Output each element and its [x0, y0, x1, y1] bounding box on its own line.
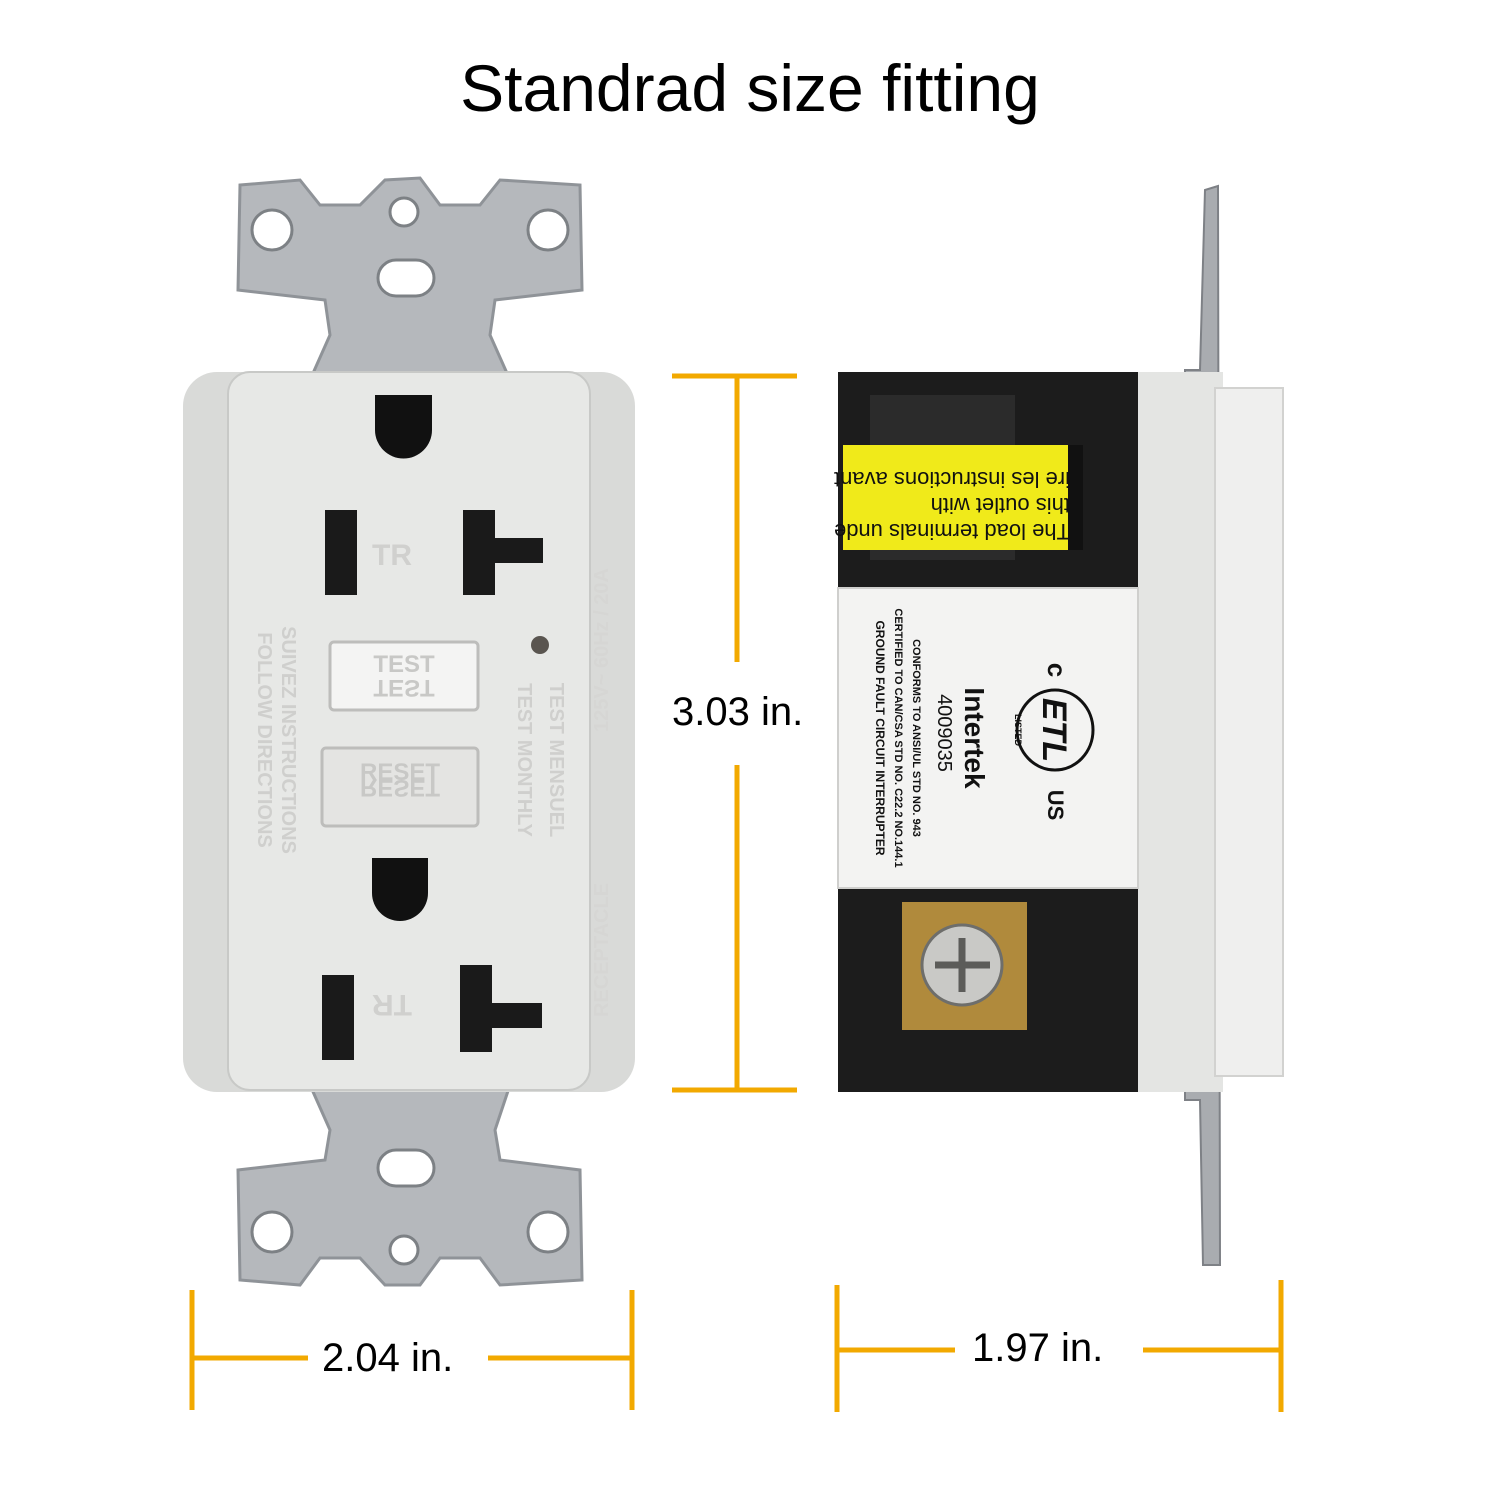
- code-text: 4009035: [933, 694, 955, 772]
- depth-dimension-label: 1.97 in.: [972, 1326, 1104, 1370]
- side-view-outlet: The load terminals unde this outlet with…: [834, 184, 1284, 1266]
- strap-screw-hole: [388, 1234, 420, 1266]
- ground-hole: [372, 858, 428, 921]
- strap-screw-hole: [526, 208, 570, 252]
- neutral-slot: [322, 975, 354, 1060]
- etl-circle: [1015, 688, 1095, 772]
- embossed-text: TEST MENSUEL: [545, 683, 567, 837]
- tr-mark: TR: [372, 988, 412, 1021]
- strap-screw-hole: [388, 196, 420, 228]
- strap-screw-hole: [250, 1210, 294, 1254]
- test-button[interactable]: [328, 640, 480, 712]
- hot-slot-t: [460, 965, 542, 1052]
- etl-listed: LISTED: [1013, 714, 1023, 747]
- etl-us: US: [1043, 790, 1068, 821]
- page-title: Standrad size fitting: [460, 51, 1040, 125]
- width-dimension-label: 2.04 in.: [322, 1336, 454, 1380]
- embossed-text: TEST MONTHLY: [513, 683, 535, 837]
- embossed-text: SUIVEZ INSTRUCTIONS: [277, 626, 299, 854]
- reset-button[interactable]: [320, 746, 480, 828]
- warning-text: The load terminals unde: [834, 519, 1070, 544]
- warning-label: [843, 445, 1083, 550]
- warning-text-group: The load terminals unde this outlet with…: [834, 467, 1070, 544]
- embossed-text: 125V~ 60Hz / 20A: [591, 568, 613, 732]
- reset-button-label: RESET: [360, 759, 440, 786]
- embossed-text: RECEPTACLE: [591, 883, 613, 1017]
- height-dimension: [672, 373, 797, 1093]
- conform-text: CERTIFIED TO CAN/CSA STD NO. C22.2 NO.14…: [892, 608, 904, 867]
- conform-text: CONFORMS TO ANSI/UL STD NO. 943: [910, 639, 922, 837]
- depth-dimension: [834, 1280, 1284, 1412]
- etl-logo: ETL c US LISTED: [1013, 663, 1095, 821]
- strap-slot: [376, 1148, 436, 1188]
- warning-text: ire les instructions avant: [834, 467, 1070, 492]
- warning-label-black-band: [1068, 445, 1083, 550]
- strap-screw-hole: [526, 1210, 570, 1254]
- etl-mark: ETL: [1035, 698, 1073, 762]
- front-view-outlet: TR TEST TEST RESET RESET TR FOLLOW DIREC…: [183, 176, 635, 1287]
- strap-screw-hole: [250, 208, 294, 252]
- height-dimension-label: 3.03 in.: [672, 690, 804, 734]
- embossed-text: FOLLOW DIRECTIONS: [253, 632, 275, 848]
- outlet-face-edge: [1128, 372, 1223, 1092]
- test-button-label-mirror: TEST: [373, 674, 435, 701]
- tr-mark: TR: [372, 539, 412, 572]
- certification-label: [837, 587, 1139, 889]
- strap-slot: [376, 258, 436, 298]
- test-button-label: TEST: [373, 651, 435, 678]
- neutral-slot: [325, 510, 357, 595]
- hot-slot-t: [463, 510, 543, 595]
- indicator-light: [531, 636, 549, 654]
- outlet-face-edge: [1214, 387, 1284, 1077]
- etl-c: c: [1042, 663, 1072, 677]
- width-dimension: [189, 1290, 635, 1410]
- ground-hole: [375, 395, 432, 459]
- conform-text: GROUND FAULT CIRCUIT INTERRUPTER: [873, 620, 887, 855]
- reset-button-label-mirror: RESET: [360, 774, 440, 801]
- warning-text: this outlet with: [931, 493, 1070, 518]
- brand-text: Intertek: [959, 687, 990, 789]
